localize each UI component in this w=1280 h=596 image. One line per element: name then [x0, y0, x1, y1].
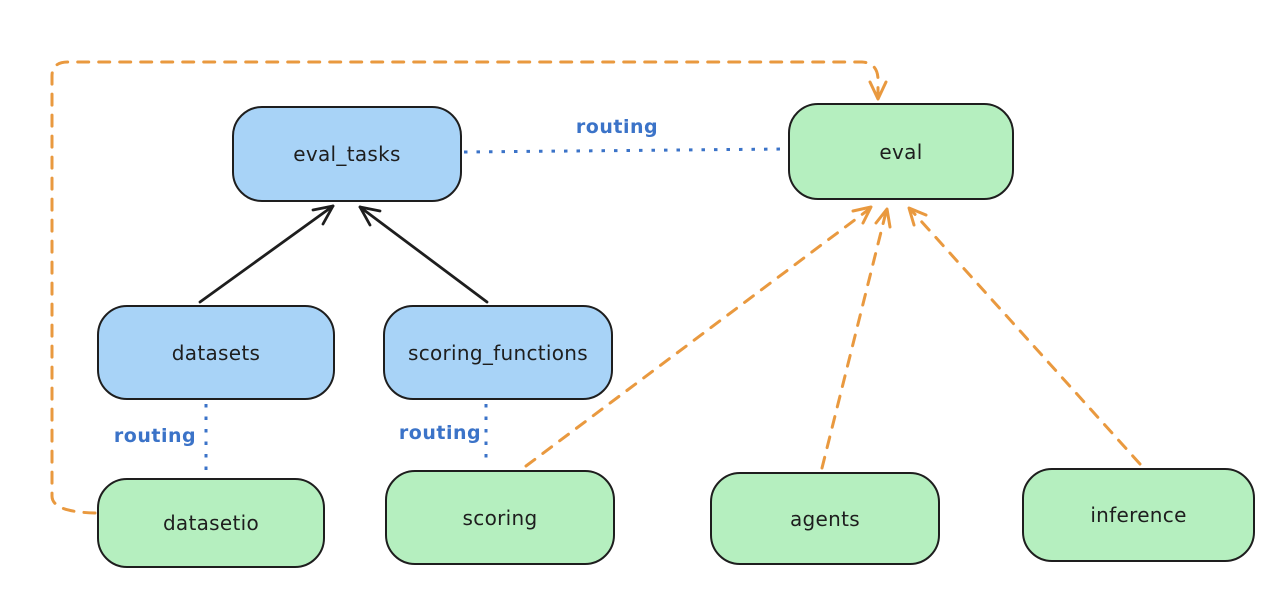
- edge-scoring-to-eval-dashed: [524, 205, 873, 468]
- routing-label-datasets-datasetio: routing: [113, 425, 197, 447]
- node-scoring-label: scoring: [462, 505, 538, 530]
- node-eval-tasks: eval_tasks: [232, 106, 462, 202]
- node-scoring: scoring: [385, 470, 615, 565]
- edge-inference-to-eval-dashed: [907, 206, 1142, 466]
- node-agents-label: agents: [790, 506, 860, 531]
- edge-agents-to-eval-dashed: [820, 207, 892, 470]
- node-eval-tasks-label: eval_tasks: [293, 142, 401, 166]
- edge-datasetio-to-eval-dashed-loop: [50, 60, 888, 515]
- routing-label-scoring-functions-scoring: routing: [398, 422, 482, 444]
- node-inference: inference: [1022, 468, 1255, 562]
- node-datasets: datasets: [97, 305, 335, 400]
- node-scoring-functions-label: scoring_functions: [407, 340, 589, 365]
- edge-eval-tasks-to-eval-dotted: [463, 147, 787, 154]
- node-datasets-label: datasets: [171, 340, 261, 365]
- node-datasetio-label: datasetio: [162, 511, 260, 535]
- edge-scoring-functions-to-eval-tasks: [358, 205, 489, 304]
- edge-datasets-to-eval-tasks: [198, 204, 335, 304]
- node-datasetio: datasetio: [97, 478, 325, 568]
- node-scoring-functions: scoring_functions: [383, 305, 613, 400]
- node-inference-label: inference: [1090, 503, 1187, 527]
- routing-label-eval-tasks-eval: routing: [575, 116, 659, 138]
- node-agents: agents: [710, 472, 940, 565]
- node-eval: eval: [788, 103, 1014, 200]
- node-eval-label: eval: [879, 139, 923, 164]
